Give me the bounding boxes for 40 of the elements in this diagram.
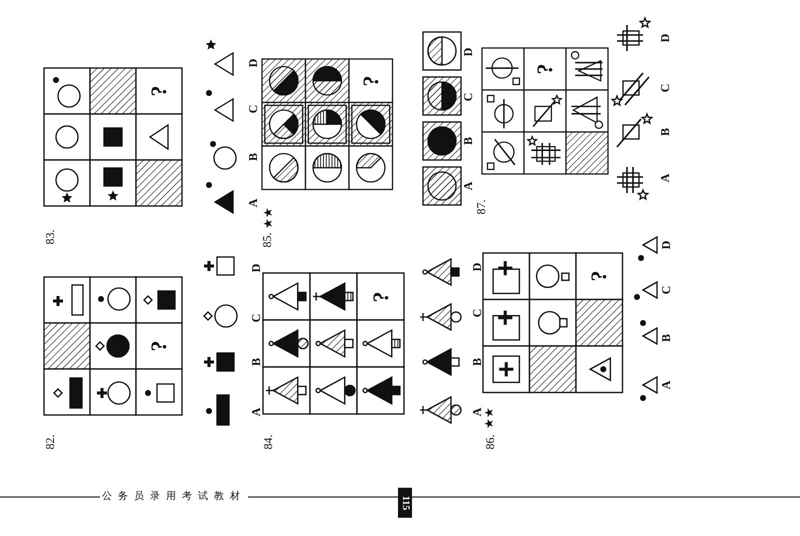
label-text: C: [247, 104, 259, 114]
label-text: 83.: [44, 230, 56, 244]
label-text: A: [659, 174, 671, 182]
question-mark: ?: [148, 340, 170, 352]
label-text: A: [660, 380, 672, 390]
question-mark: ?: [534, 64, 556, 74]
label-text: C: [660, 286, 672, 294]
question-mark: ?: [370, 291, 392, 302]
label-text: B: [250, 358, 262, 366]
label-text: 86.: [484, 434, 496, 450]
label-text: B: [659, 128, 671, 136]
label-text: 87.: [475, 200, 487, 214]
label-text: B: [462, 137, 474, 145]
label-text: D: [659, 34, 671, 42]
label-text: D: [247, 58, 259, 68]
page-number: 115: [398, 488, 412, 518]
label-text: C: [462, 92, 474, 102]
label-text: D: [462, 48, 474, 56]
label-text: A: [471, 408, 483, 416]
footer-text: 公务员录用考试教材: [100, 492, 248, 502]
label-text: 85.: [261, 232, 273, 248]
label-text: B: [471, 358, 483, 366]
label-text: B: [247, 153, 259, 161]
question-mark: ?: [148, 86, 170, 96]
label-text: ★★: [483, 407, 495, 429]
label-text: 84.: [262, 434, 274, 450]
label-text: B: [660, 334, 672, 342]
label-text: D: [471, 262, 483, 272]
label-text: 82.: [44, 434, 56, 450]
label-text: C: [659, 84, 671, 92]
label-text: ★★: [262, 207, 274, 229]
question-mark: ?: [588, 270, 610, 282]
label-text: C: [471, 308, 483, 318]
label-text: A: [462, 182, 474, 190]
label-text: C: [250, 314, 262, 322]
label-text: D: [660, 240, 672, 250]
question-mark: ?: [360, 75, 382, 86]
label-text: A: [247, 198, 259, 208]
label-text: A: [250, 408, 262, 416]
label-text: D: [250, 264, 262, 272]
